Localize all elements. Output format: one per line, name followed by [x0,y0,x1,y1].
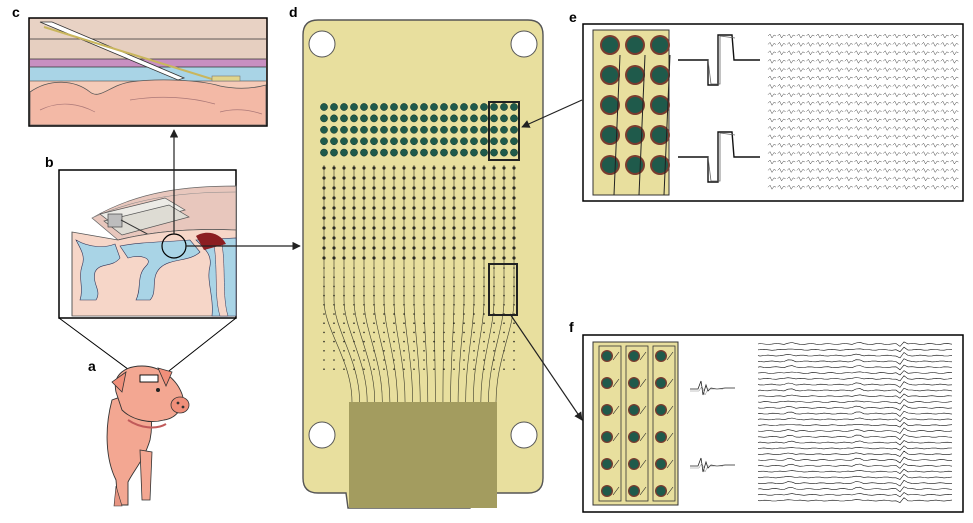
panel-c-insertion-view [28,17,268,127]
panel-label-c: c [12,4,20,20]
arrow-d-to-f [509,313,583,421]
panel-label-e: e [569,9,577,25]
panel-label-a: a [88,358,96,374]
electrode-array-icon [302,19,544,509]
pig-icon [106,365,190,507]
arrow-d-to-e [521,99,583,128]
implanted-array-icon [211,75,241,82]
panel-f-small-electrode-recordings [582,334,964,513]
panel-label-b: b [45,154,54,170]
panel-b-brain-section [58,169,237,319]
panel-label-f: f [569,319,574,335]
panel-label-d: d [289,4,298,20]
panel-e-large-electrode-recordings [582,23,964,202]
